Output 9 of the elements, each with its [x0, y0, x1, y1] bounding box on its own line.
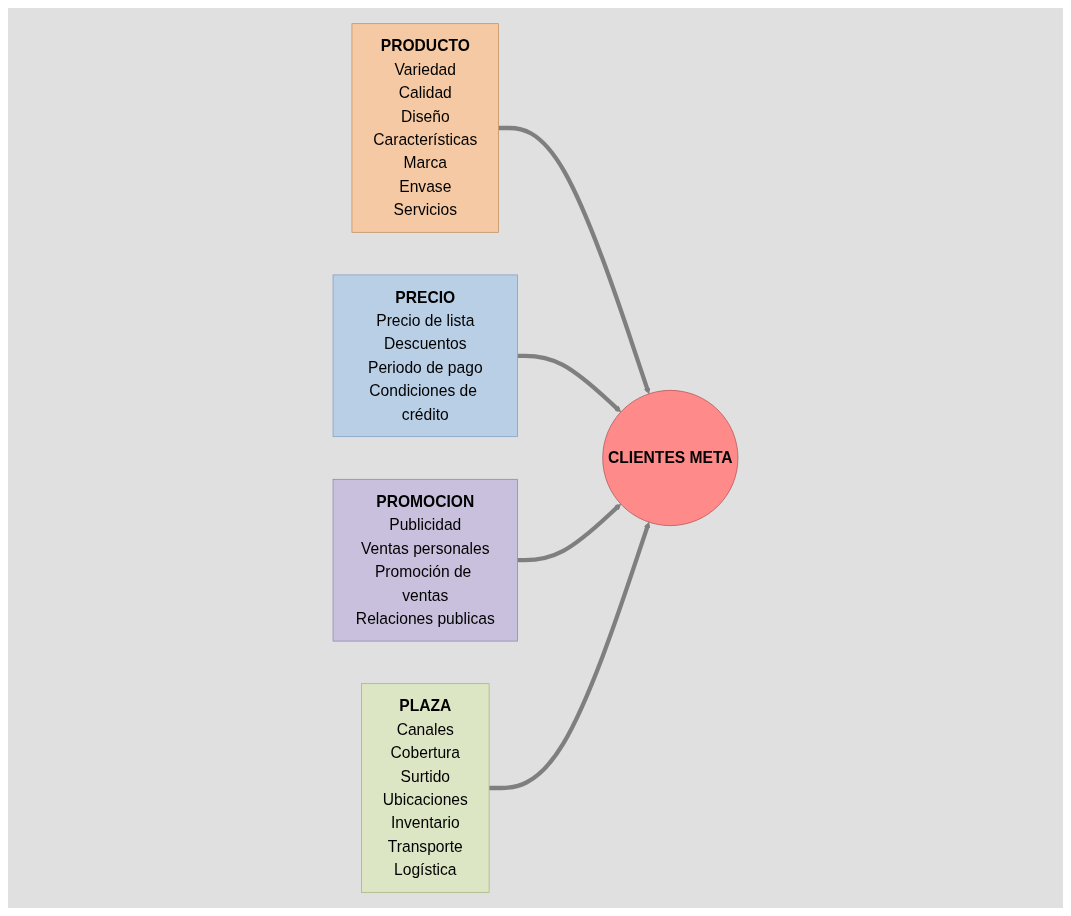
arrow: [498, 125, 651, 395]
node-box: PLAZA Canales Cobertura Surtido Ubicaciones Inventario Transporte Logística: [361, 683, 490, 893]
node-box: PRODUCTO Variedad Calidad Diseño Características Marca Envase Servicios: [351, 23, 499, 233]
node-circle: CLIENTES META: [602, 390, 739, 526]
arrow: [517, 353, 622, 413]
arrow: [489, 521, 651, 791]
node-box: PROMOCION Publicidad Ventas personales Promoción de ventas Relaciones publicas: [332, 478, 518, 642]
arrow: [517, 503, 622, 563]
node-box: PRECIO Precio de lista Descuentos Periodo de pago Condiciones de crédito: [332, 274, 518, 438]
